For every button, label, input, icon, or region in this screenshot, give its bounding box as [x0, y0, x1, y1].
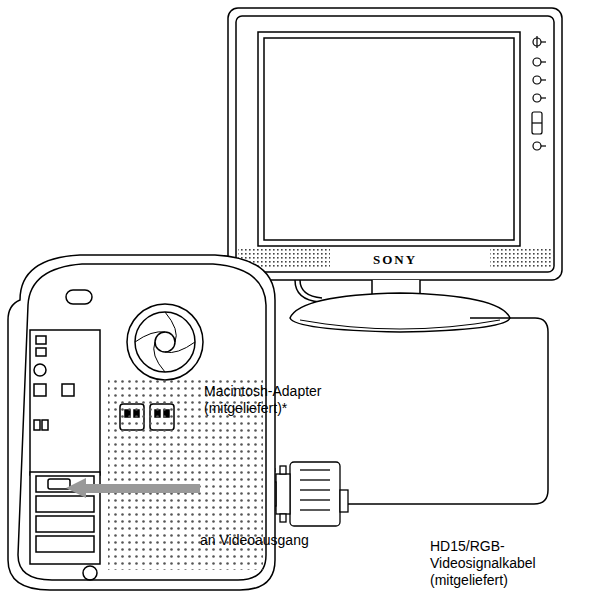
- plug: [266, 462, 348, 526]
- cable-label: HD15/RGB- Videosignalkabel (mitgeliefert…: [430, 538, 560, 589]
- part-label: an Videoausgang: [200, 532, 340, 549]
- monitor: [228, 8, 562, 332]
- cable: [345, 318, 548, 504]
- brand-name: SONY: [373, 251, 417, 268]
- part-label: Macintosh-Adapter (mitgeliefert)*: [204, 383, 344, 417]
- connect-arrow: [66, 478, 200, 498]
